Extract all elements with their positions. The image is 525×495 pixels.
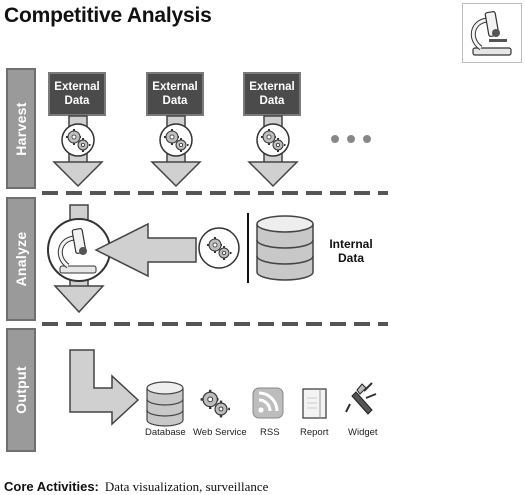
band-output: Output <box>6 328 36 452</box>
output-arrow <box>69 349 140 426</box>
external-data-box-2: External Data <box>146 72 204 116</box>
output-rss-icon <box>252 387 284 419</box>
output-label-widget: Widget <box>348 427 378 438</box>
core-activities-label: Core Activities: <box>4 479 99 494</box>
output-label-rss: RSS <box>260 427 280 438</box>
output-widget-icon <box>345 382 377 415</box>
corner-microscope-box <box>462 3 522 63</box>
internal-database-icon <box>256 215 314 281</box>
more-indicator <box>331 135 371 143</box>
internal-data-label: Internal Data <box>329 237 373 265</box>
output-label-database: Database <box>145 427 186 438</box>
output-web-service-icon <box>199 388 232 419</box>
harvest-arrow-1 <box>54 116 102 186</box>
analyze-gears-icon <box>198 227 240 269</box>
band-harvest: Harvest <box>6 68 36 189</box>
harvest-arrow-2 <box>152 116 200 186</box>
page-title: Competitive Analysis <box>4 4 212 27</box>
core-activities: Core Activities: Data visualization, surv… <box>4 479 268 495</box>
core-activities-value: Data visualization, surveillance <box>104 479 269 494</box>
microscope-icon <box>470 11 512 56</box>
analyze-left-arrow <box>94 222 197 278</box>
output-report-icon <box>302 388 327 419</box>
external-data-box-1: External Data <box>48 72 106 116</box>
output-label-web-service: Web Service <box>193 427 247 438</box>
output-label-report: Report <box>300 427 329 438</box>
harvest-arrow-3 <box>249 116 297 186</box>
output-database-icon <box>146 381 184 427</box>
external-data-box-3: External Data <box>243 72 301 116</box>
band-analyze: Analyze <box>6 197 36 321</box>
